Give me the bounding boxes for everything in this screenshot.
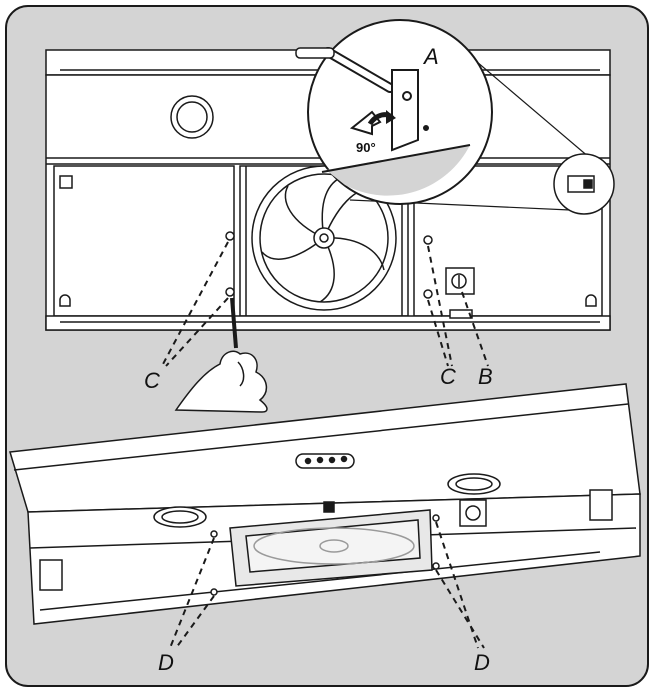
magnify-target — [553, 153, 615, 215]
control-knob — [445, 267, 475, 319]
hood-tilted-bottom-view — [9, 383, 641, 625]
hand-with-screwdriver — [174, 297, 268, 413]
top-rail-detail — [295, 47, 335, 59]
left-panel — [53, 165, 235, 317]
label-c-right: C — [440, 364, 456, 389]
leader-lines-bottom — [169, 521, 485, 649]
label-d-right: D — [474, 650, 490, 675]
label-a: A — [422, 44, 439, 69]
label-c-left: C — [144, 368, 160, 393]
label-d-left: D — [158, 650, 174, 675]
leader-lines-top — [161, 241, 489, 367]
control-panel — [295, 453, 355, 469]
label-angle: 90° — [356, 140, 376, 155]
label-b: B — [478, 364, 493, 389]
detail-callout — [307, 19, 493, 205]
vent-port — [170, 95, 214, 139]
screw-holes-c — [225, 231, 433, 299]
